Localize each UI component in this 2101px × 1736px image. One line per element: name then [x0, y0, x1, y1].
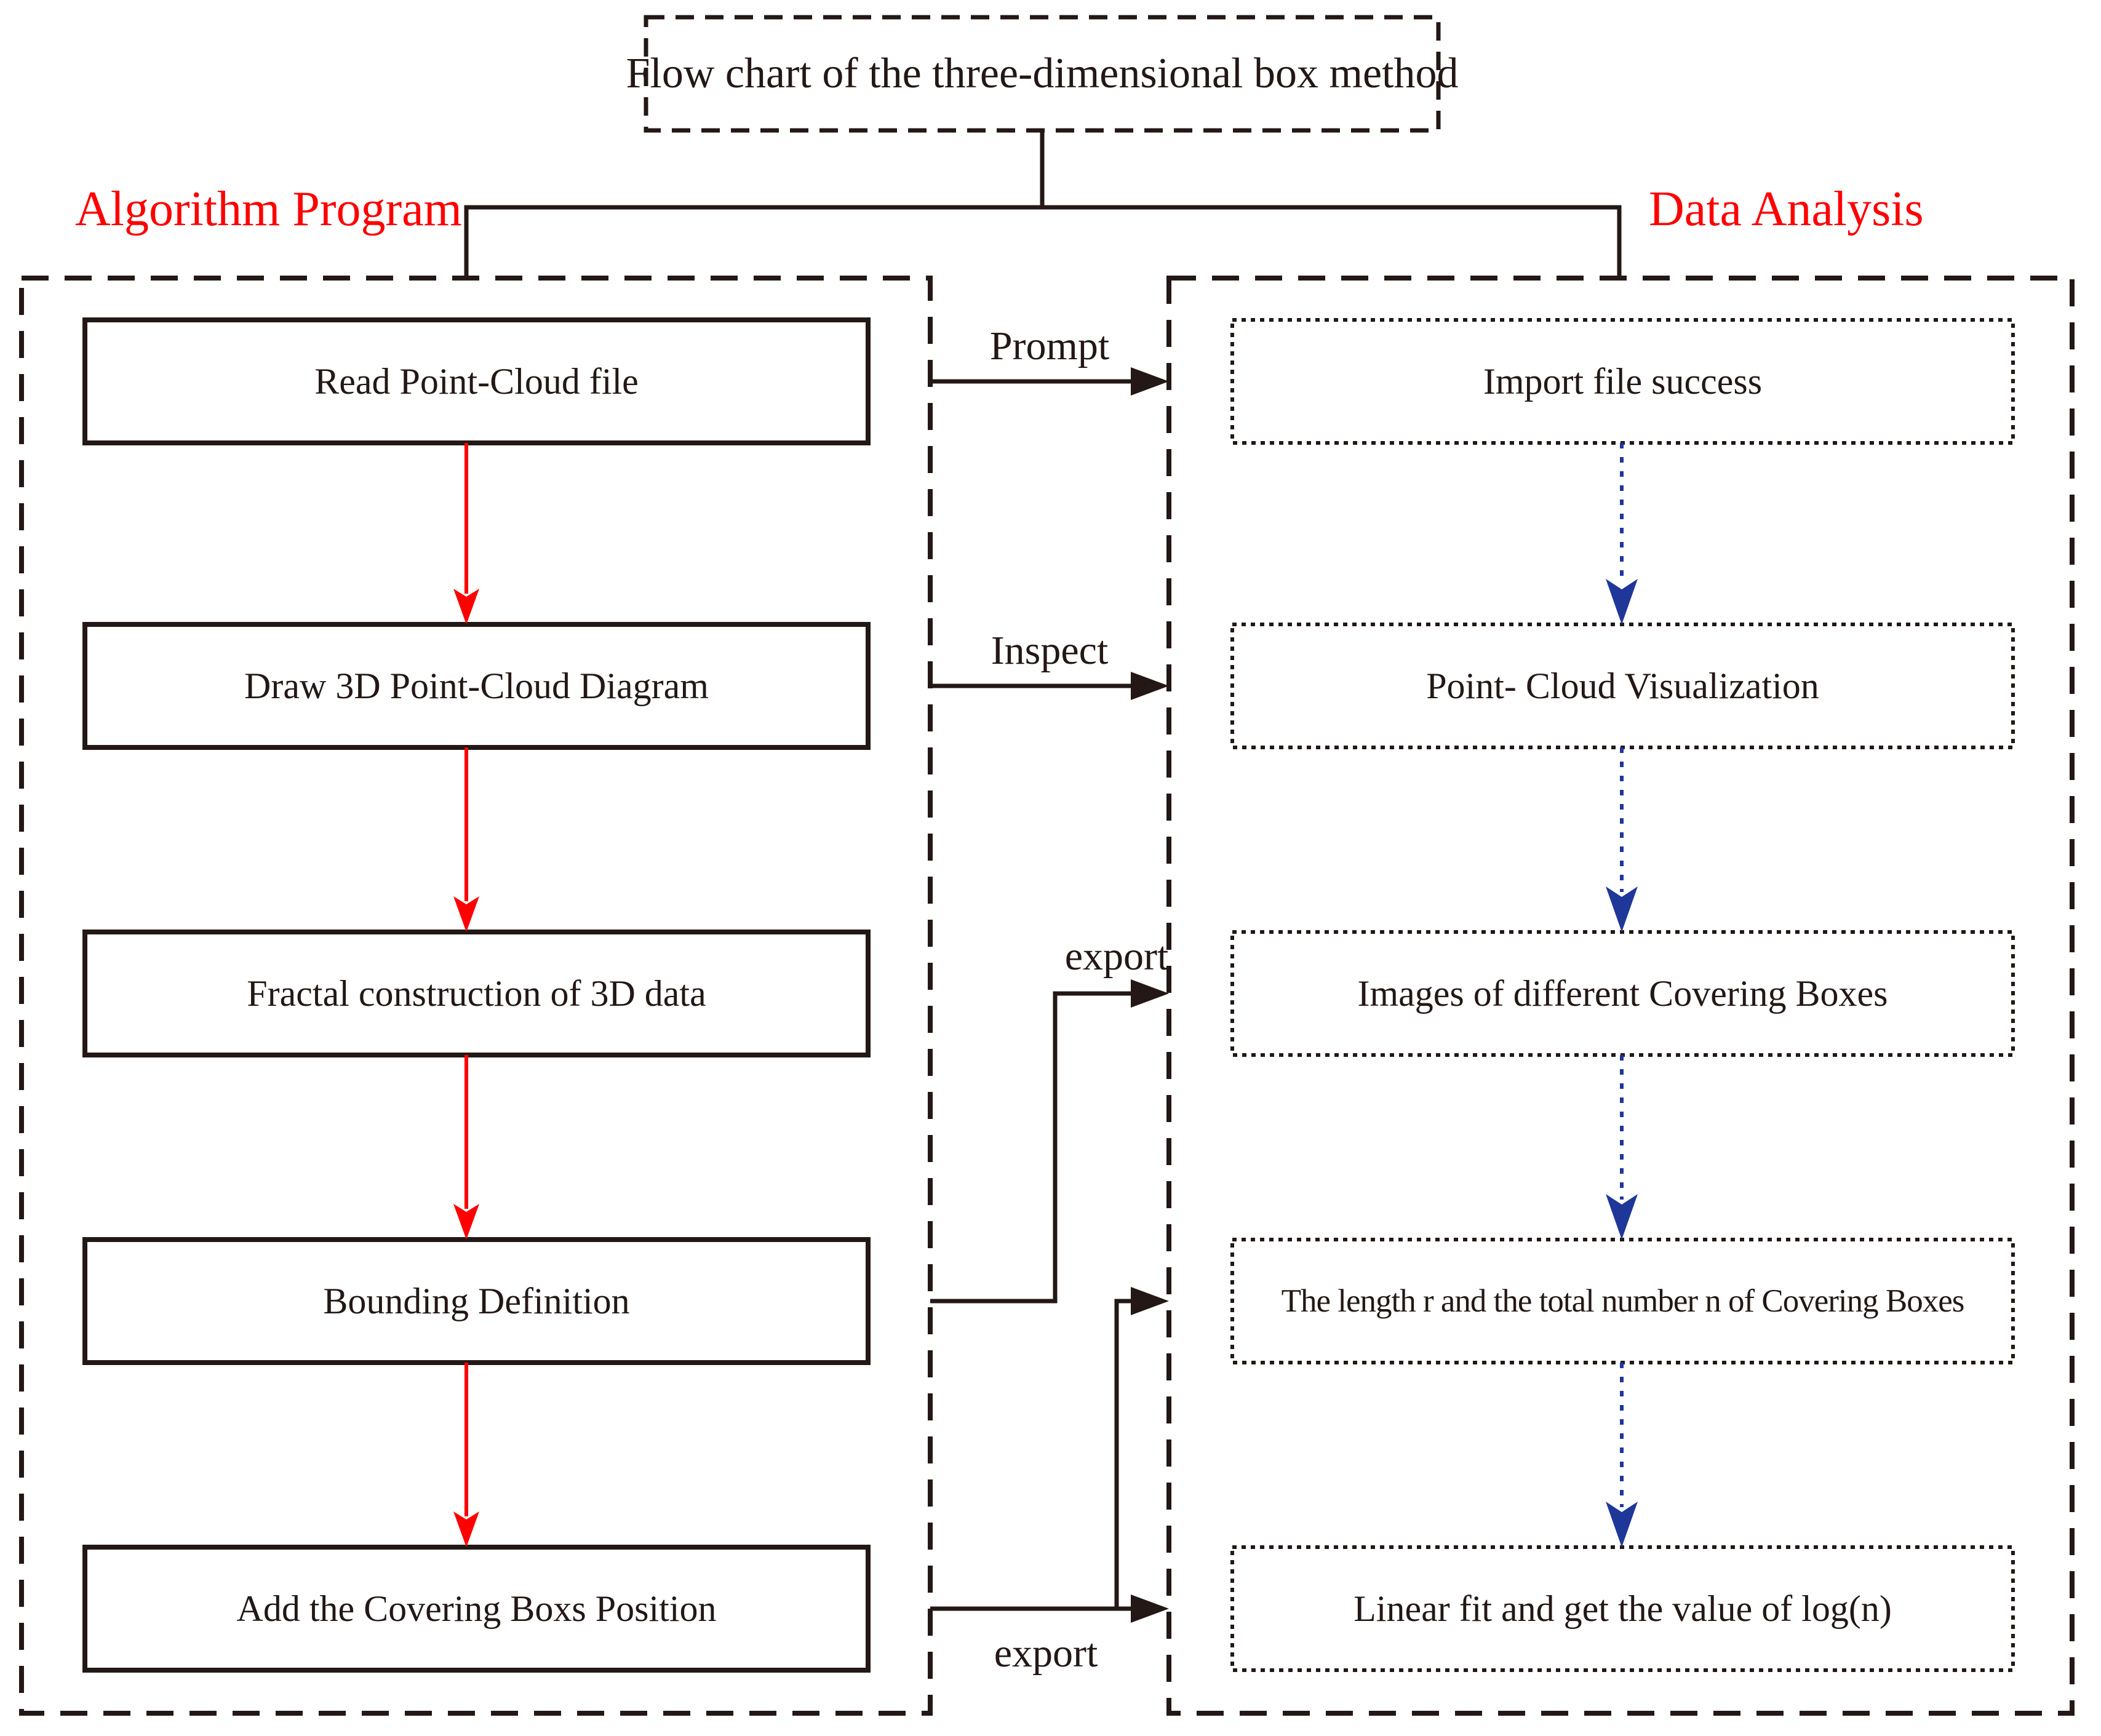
red-flow-arrow-3 [453, 1363, 479, 1547]
right-step-label-linear-fit: Linear fit and get the value of log(n) [1353, 1588, 1892, 1629]
left-step-box-0 [82, 317, 871, 445]
title-branch-connector [464, 130, 1622, 278]
left-step-label-bounding-definition: Bounding Definition [323, 1280, 630, 1321]
right-step-label-length-number-covering-boxes: The length r and the total number n of C… [1281, 1283, 1965, 1319]
right-step-label-import-success: Import file success [1483, 360, 1763, 402]
right-step-label-point-cloud-visualization: Point- Cloud Visualization [1426, 665, 1819, 706]
left-step-box-1 [82, 622, 871, 750]
inspect-arrow [930, 672, 1169, 700]
algorithm-container-outline [19, 276, 933, 1716]
left-step-label-fractal-construction: Fractal construction of 3D data [247, 973, 706, 1014]
export-upper-caption: export [1064, 934, 1169, 979]
data-container-outline [1166, 276, 2075, 1716]
inspect-caption: Inspect [991, 628, 1109, 673]
left-step-box-4 [82, 1545, 871, 1673]
prompt-arrow [930, 367, 1169, 396]
blue-flow-arrow-2 [1606, 1055, 1638, 1240]
right-step-label-images-covering-boxes: Images of different Covering Boxes [1357, 973, 1888, 1014]
red-flow-arrow-1 [453, 747, 479, 932]
red-flow-arrow-2 [453, 1055, 479, 1240]
algorithm-program-label: Algorithm Program [75, 182, 462, 236]
blue-flow-arrow-0 [1606, 443, 1638, 624]
red-flow-arrow-0 [453, 443, 479, 624]
left-step-label-draw-3d-diagram: Draw 3D Point-Cloud Diagram [244, 665, 709, 706]
left-step-box-3 [82, 1237, 871, 1365]
prompt-caption: Prompt [989, 324, 1110, 368]
flowchart-title: Flow chart of the three-dimensional box … [626, 50, 1459, 97]
blue-flow-arrow-1 [1606, 747, 1638, 932]
left-step-box-2 [82, 930, 871, 1057]
data-analysis-label: Data Analysis [1649, 182, 1924, 236]
blue-flow-arrow-3 [1606, 1363, 1638, 1547]
left-step-label-read-point-cloud: Read Point-Cloud file [314, 360, 639, 402]
export-lower-caption: export [994, 1631, 1098, 1676]
export-lower-arrow [930, 1287, 1169, 1623]
right-step-box-4 [1230, 1545, 2015, 1672]
left-step-label-add-covering-boxs: Add the Covering Boxs Position [236, 1588, 717, 1629]
export-upper-arrow [930, 979, 1169, 1304]
